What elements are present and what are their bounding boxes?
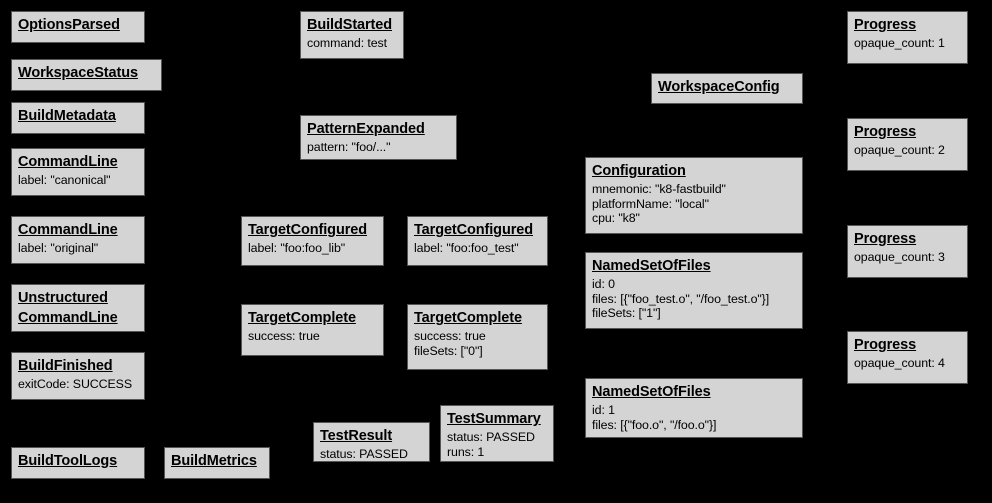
node-progress-2[interactable]: Progress opaque_count: 2 xyxy=(847,118,968,171)
node-field: status: PASSED xyxy=(447,429,535,444)
node-title: Progress xyxy=(854,124,917,140)
node-progress-1[interactable]: Progress opaque_count: 1 xyxy=(847,11,968,64)
node-target-configured-foo-lib[interactable]: TargetConfigured label: "foo:foo_lib" xyxy=(241,216,384,266)
node-field: success: true xyxy=(414,328,486,343)
node-title: BuildMetrics xyxy=(171,453,257,469)
node-field: opaque_count: 2 xyxy=(854,142,945,157)
node-field: pattern: "foo/..." xyxy=(307,139,391,154)
node-field: exitCode: SUCCESS xyxy=(18,376,132,391)
node-workspace-status[interactable]: WorkspaceStatus xyxy=(11,59,162,91)
node-fields: label: "canonical" xyxy=(18,173,138,188)
node-pattern-expanded[interactable]: PatternExpanded pattern: "foo/..." xyxy=(300,115,457,160)
node-title: TargetConfigured xyxy=(414,222,533,238)
node-title: OptionsParsed xyxy=(18,17,120,33)
node-title: CommandLine xyxy=(18,222,118,238)
node-target-complete-foo-lib[interactable]: TargetComplete success: true xyxy=(241,304,384,356)
node-unstructured-command-line[interactable]: Unstructured CommandLine xyxy=(11,284,145,332)
node-title: PatternExpanded xyxy=(307,121,425,137)
node-field: label: "original" xyxy=(18,240,99,255)
node-title: BuildMetadata xyxy=(18,108,116,124)
node-title: BuildStarted xyxy=(307,17,393,33)
node-title: Progress xyxy=(854,17,917,33)
node-title: TargetComplete xyxy=(414,310,522,326)
node-title: WorkspaceStatus xyxy=(18,65,138,81)
node-build-metadata[interactable]: BuildMetadata xyxy=(11,102,145,134)
node-build-tool-logs[interactable]: BuildToolLogs xyxy=(11,447,145,479)
node-fields: opaque_count: 1 xyxy=(854,36,961,51)
node-title: Progress xyxy=(854,337,917,353)
node-field: opaque_count: 1 xyxy=(854,35,945,50)
node-test-result[interactable]: TestResult status: PASSED xyxy=(313,422,430,462)
node-field: opaque_count: 4 xyxy=(854,355,945,370)
node-field: label: "canonical" xyxy=(18,172,111,187)
node-workspace-config[interactable]: WorkspaceConfig xyxy=(651,73,803,104)
node-title: TargetComplete xyxy=(248,310,356,326)
node-build-metrics[interactable]: BuildMetrics xyxy=(164,447,270,479)
node-title: BuildToolLogs xyxy=(18,453,118,469)
node-title: CommandLine xyxy=(18,154,118,170)
node-title: NamedSetOfFiles xyxy=(592,258,711,274)
node-field: success: true xyxy=(248,328,320,343)
node-title: NamedSetOfFiles xyxy=(592,384,711,400)
node-field: fileSets: ["0"] xyxy=(414,343,483,358)
node-field: id: 1 xyxy=(592,402,615,417)
node-title: TestResult xyxy=(320,428,393,444)
node-fields: status: PASSED xyxy=(320,447,423,462)
node-title: TestSummary xyxy=(447,411,541,427)
node-fields: label: "foo:foo_lib" xyxy=(248,241,377,256)
node-title: Unstructured CommandLine xyxy=(18,290,118,326)
node-progress-4[interactable]: Progress opaque_count: 4 xyxy=(847,331,968,384)
node-fields: opaque_count: 4 xyxy=(854,356,961,371)
node-fields: label: "foo:foo_test" xyxy=(414,241,541,256)
node-configuration[interactable]: Configuration mnemonic: "k8-fastbuild"pla… xyxy=(585,157,803,234)
node-fields: command: test xyxy=(307,36,397,51)
node-field: mnemonic: "k8-fastbuild" xyxy=(592,181,726,196)
node-fields: pattern: "foo/..." xyxy=(307,140,450,155)
node-field: label: "foo:foo_test" xyxy=(414,240,519,255)
node-field: fileSets: ["1"] xyxy=(592,306,661,321)
node-build-started[interactable]: BuildStarted command: test xyxy=(300,11,404,59)
node-options-parsed[interactable]: OptionsParsed xyxy=(11,11,145,43)
node-field: runs: 1 xyxy=(447,444,485,459)
node-field: label: "foo:foo_lib" xyxy=(248,240,346,255)
node-field: platformName: "local" xyxy=(592,196,709,211)
node-build-finished[interactable]: BuildFinished exitCode: SUCCESS xyxy=(11,352,145,400)
node-field: status: PASSED xyxy=(320,446,408,461)
node-title: Progress xyxy=(854,231,917,247)
node-fields: label: "original" xyxy=(18,241,138,256)
node-fields: success: true xyxy=(248,329,377,344)
node-field: cpu: "k8" xyxy=(592,211,640,226)
node-field: opaque_count: 3 xyxy=(854,249,945,264)
node-title: TargetConfigured xyxy=(248,222,367,238)
node-command-line-canonical[interactable]: CommandLine label: "canonical" xyxy=(11,148,145,196)
node-command-line-original[interactable]: CommandLine label: "original" xyxy=(11,216,145,264)
node-fields: exitCode: SUCCESS xyxy=(18,377,138,392)
node-title: WorkspaceConfig xyxy=(658,79,780,95)
node-target-configured-foo-test[interactable]: TargetConfigured label: "foo:foo_test" xyxy=(407,216,548,266)
node-field: id: 0 xyxy=(592,276,615,291)
node-field: files: [{"foo_test.o", "/foo_test.o"}] xyxy=(592,291,770,306)
node-fields: opaque_count: 2 xyxy=(854,143,961,158)
node-field: command: test xyxy=(307,35,387,50)
node-field: files: [{"foo.o", "/foo.o"}] xyxy=(592,417,717,432)
node-title: Configuration xyxy=(592,163,686,179)
node-fields: mnemonic: "k8-fastbuild"platformName: "l… xyxy=(592,182,796,226)
node-progress-3[interactable]: Progress opaque_count: 3 xyxy=(847,225,968,278)
node-fields: opaque_count: 3 xyxy=(854,250,961,265)
node-title: BuildFinished xyxy=(18,358,113,374)
